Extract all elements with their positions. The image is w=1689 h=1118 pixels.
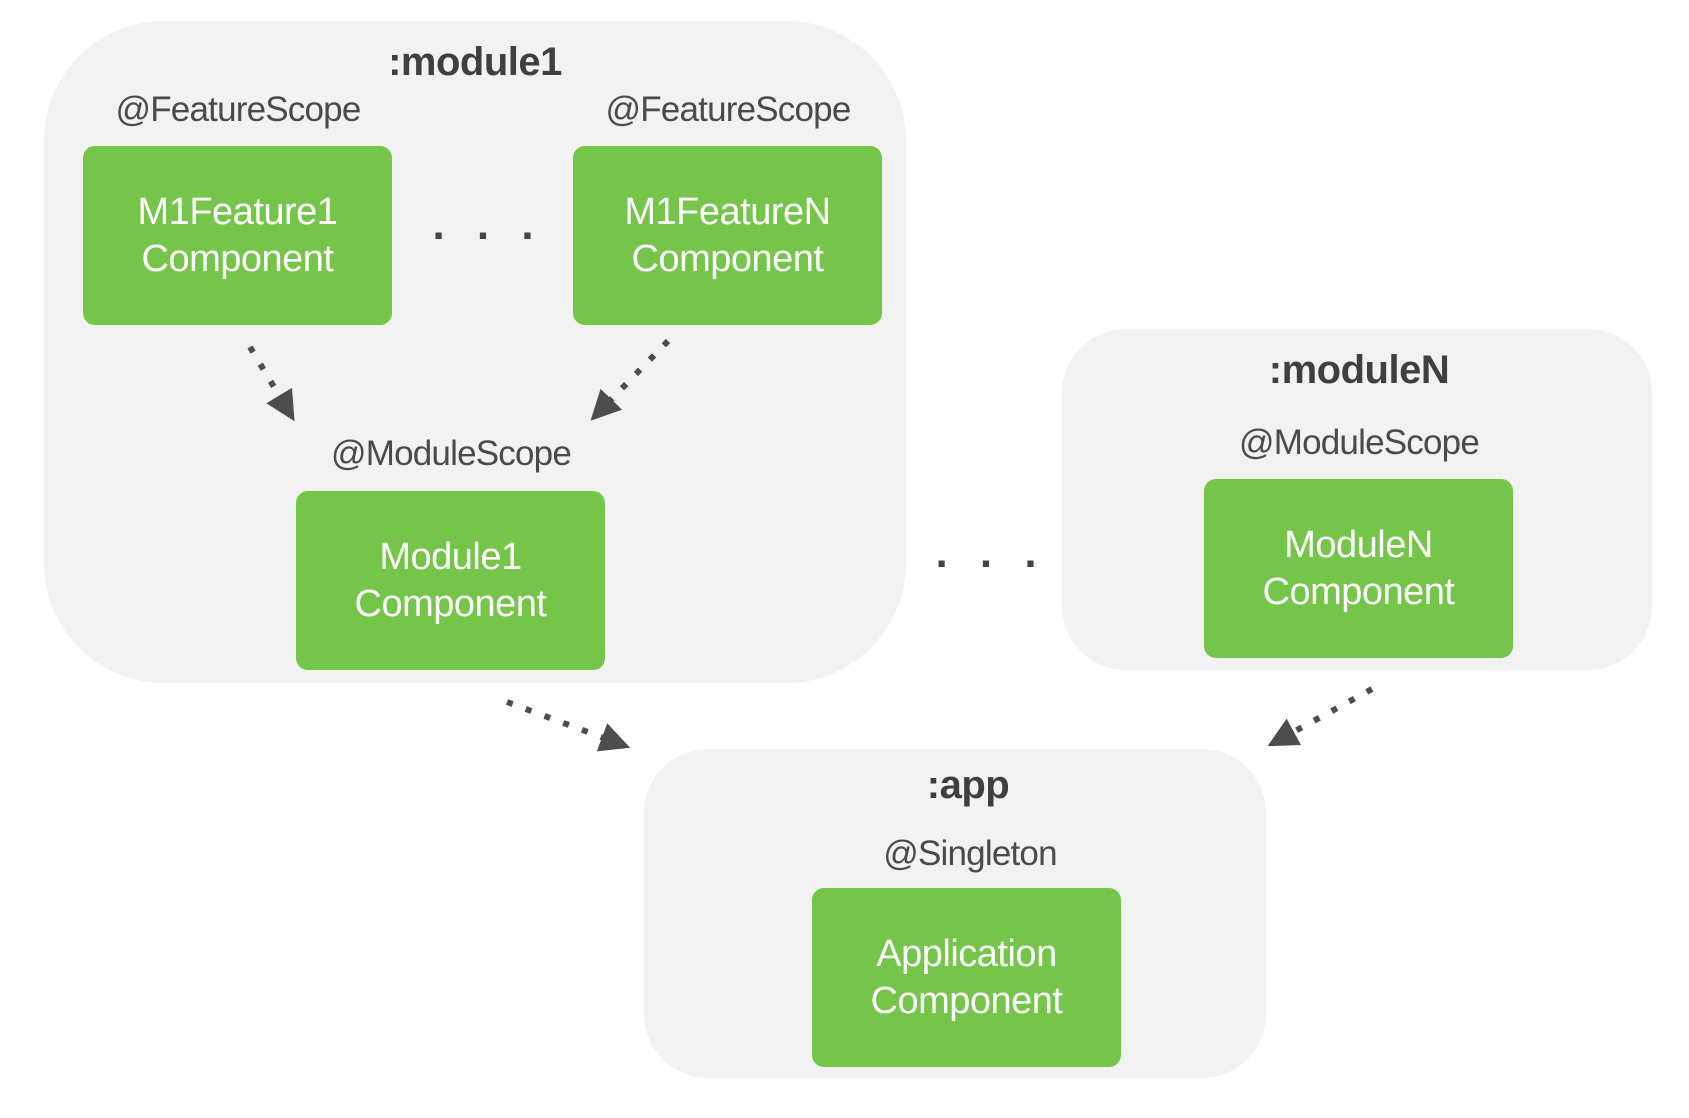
arrow-moduleN-to-app	[1267, 686, 1374, 747]
application-component-line2: Component	[870, 979, 1063, 1022]
app-title: :app	[926, 763, 1010, 807]
moduleN-component-line2: Component	[1262, 570, 1455, 613]
module-ellipsis: . . .	[935, 528, 1047, 577]
feature1-scope-label: @FeatureScope	[115, 90, 362, 129]
moduleN-title: :moduleN	[1268, 348, 1450, 392]
feature-ellipsis: . . .	[432, 200, 544, 249]
m1featureN-component-line1: M1FeatureN	[624, 190, 831, 233]
m1featureN-component: M1FeatureN Component	[573, 146, 882, 325]
app-scope-label: @Singleton	[883, 834, 1057, 873]
m1feature1-component-line2: Component	[141, 237, 334, 280]
moduleN-component: ModuleN Component	[1204, 479, 1513, 658]
m1feature1-component: M1Feature1 Component	[83, 146, 392, 325]
arrow-module1-to-app	[505, 699, 631, 752]
application-component: Application Component	[812, 888, 1121, 1067]
module1-title: :module1	[388, 40, 562, 84]
module1-component-line1: Module1	[379, 535, 522, 578]
m1featureN-component-line2: Component	[631, 237, 824, 280]
moduleN-scope-label: @ModuleScope	[1239, 423, 1480, 462]
module1-component: Module1 Component	[296, 491, 605, 670]
m1feature1-component-line1: M1Feature1	[137, 190, 338, 233]
application-component-line1: Application	[876, 932, 1057, 975]
arrow-featureN-to-module1	[590, 338, 671, 421]
moduleN-component-line1: ModuleN	[1284, 523, 1433, 566]
module1-component-line2: Component	[354, 582, 547, 625]
featureN-scope-label: @FeatureScope	[605, 90, 852, 129]
module1-scope-label: @ModuleScope	[331, 434, 572, 473]
arrow-feature1-to-module1	[247, 345, 295, 422]
